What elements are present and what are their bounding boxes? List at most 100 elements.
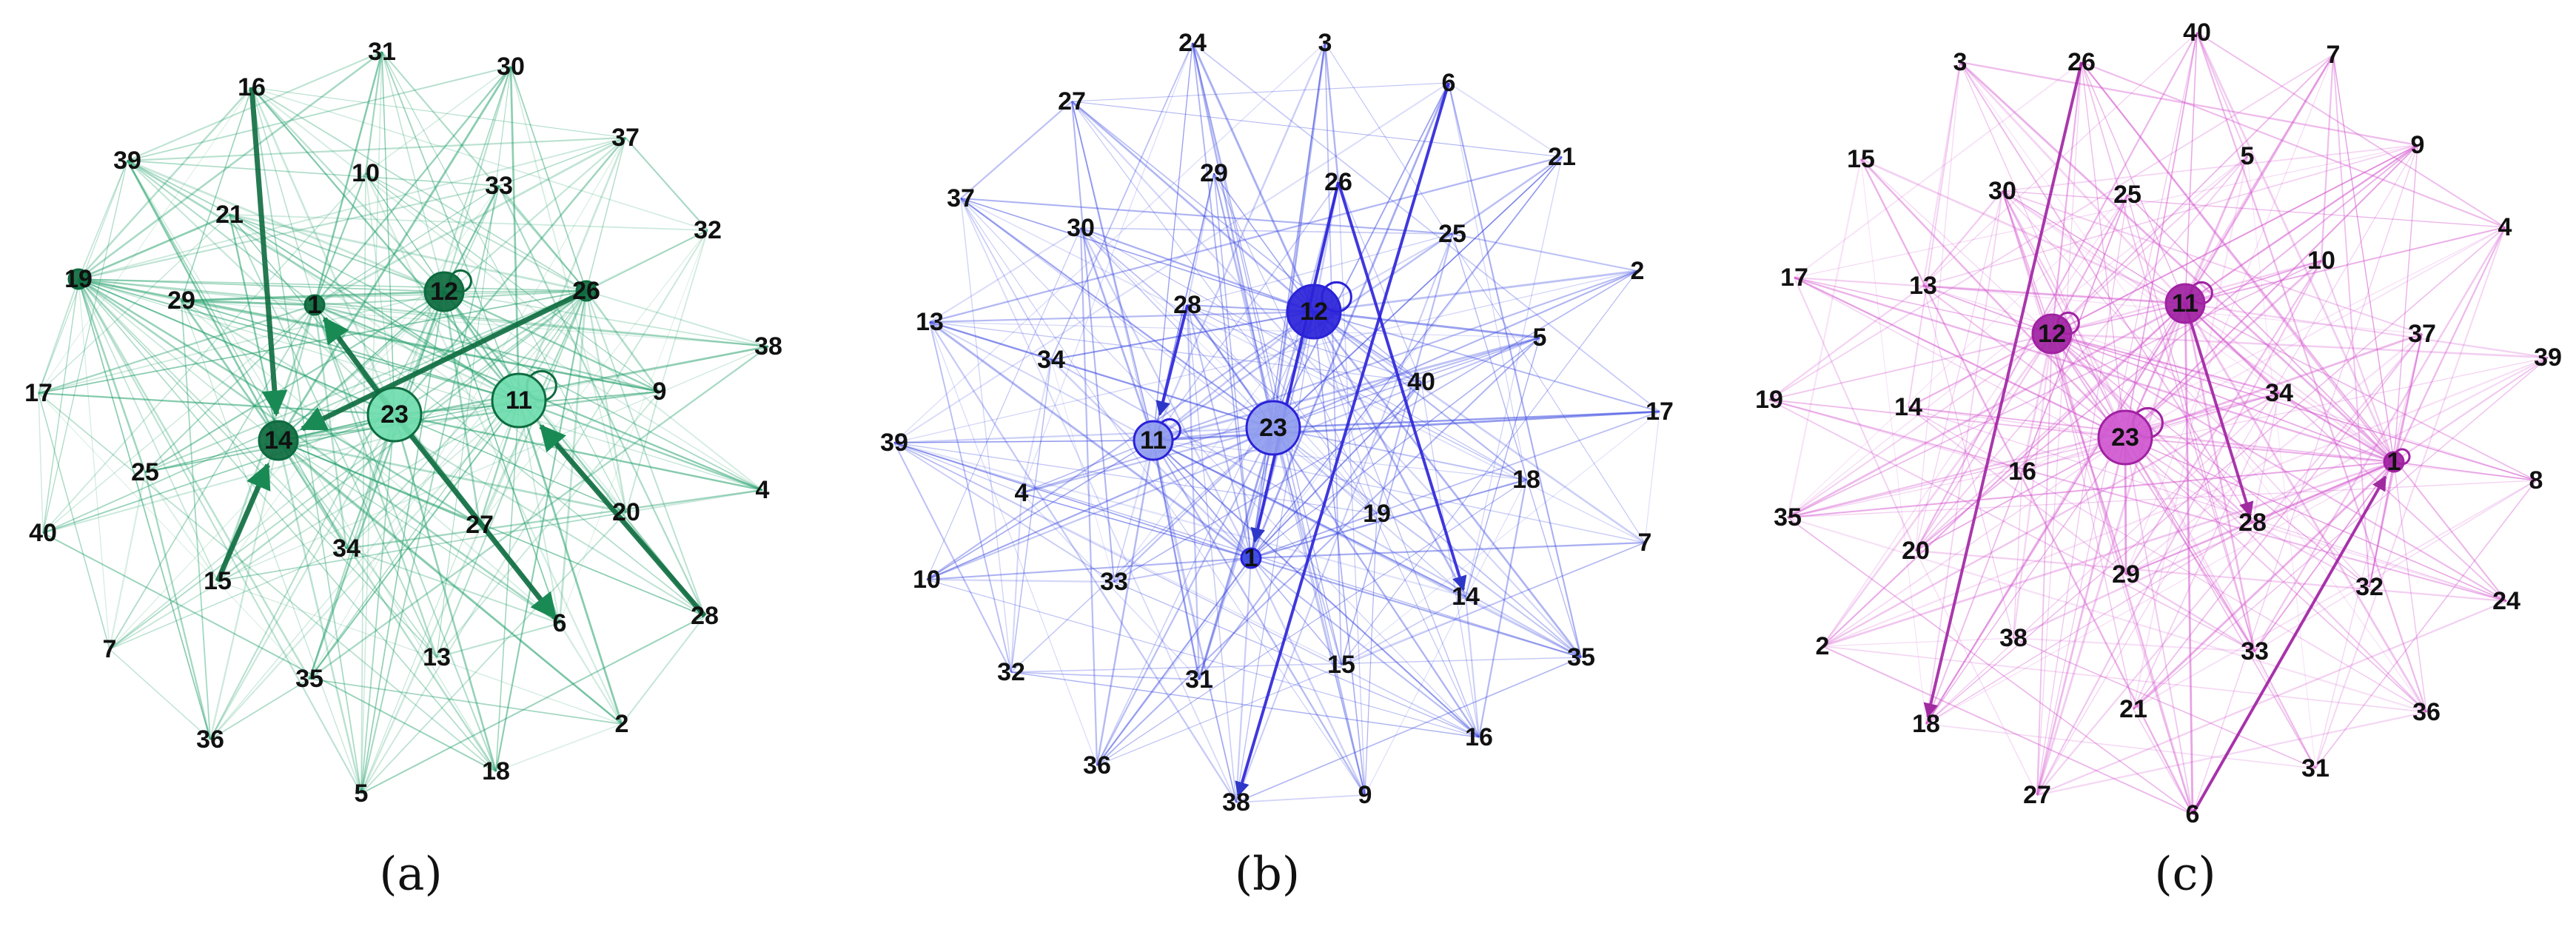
- edge-21-13: [929, 155, 1563, 323]
- edge-5-26: [360, 290, 588, 794]
- edge-31-12: [381, 51, 445, 292]
- node-label-33: 33: [485, 172, 513, 200]
- node-12: [1286, 284, 1342, 340]
- edge-37-16: [251, 87, 626, 138]
- edge-7-1: [1250, 541, 1646, 560]
- edge-40-11: [42, 399, 520, 534]
- edge-31-19: [78, 50, 383, 281]
- highlight-edge-26-1: [1250, 181, 1340, 543]
- edge-25-12: [2051, 194, 2128, 335]
- edge-3-15: [1324, 42, 1342, 666]
- edge-4-1: [2392, 227, 2506, 463]
- edge-27-35: [1071, 101, 1582, 658]
- node-label-16: 16: [238, 73, 266, 101]
- edge-4-23: [394, 413, 763, 492]
- edge-9-10: [365, 172, 660, 392]
- edge-31-11: [381, 51, 520, 401]
- edge-29-37: [2125, 333, 2423, 575]
- edge-34-24: [1050, 42, 1193, 361]
- edge-19-9: [1364, 513, 1378, 796]
- edge-19-23: [1768, 399, 2126, 438]
- edge-21-1: [2133, 460, 2395, 711]
- edge-16-19: [78, 87, 252, 280]
- edge-31-14: [277, 51, 383, 441]
- edge-29-28: [1186, 172, 1215, 306]
- edge-16-4: [251, 87, 763, 491]
- edge-36-30: [1079, 227, 1099, 766]
- node-label-13: 13: [916, 308, 944, 336]
- edge-4-11: [518, 399, 763, 492]
- edge-31-1: [313, 51, 383, 306]
- node-label-39: 39: [880, 429, 908, 457]
- edge-27-23: [2036, 437, 2127, 796]
- edge-33-1: [314, 185, 500, 306]
- edge-29-1: [1213, 172, 1252, 559]
- edge-14-23: [1272, 427, 1466, 597]
- edge-20-3: [1915, 61, 1961, 552]
- edge-38-35: [309, 346, 769, 680]
- edge-33-12: [2051, 333, 2255, 652]
- edge-38-12: [2012, 333, 2053, 639]
- edge-17-23: [1794, 277, 2126, 438]
- edge-40-11: [2184, 32, 2198, 304]
- edge-8-13: [1922, 285, 2537, 481]
- node-label-10: 10: [913, 566, 941, 594]
- edge-9-20: [1915, 144, 2418, 552]
- edge-6-27: [1071, 82, 1449, 102]
- edge-24-4: [1021, 42, 1193, 494]
- edge-29-26: [181, 289, 587, 302]
- edge-2-1: [1822, 460, 2395, 648]
- edge-37-32: [960, 198, 1012, 673]
- node-label-36: 36: [1083, 751, 1111, 780]
- edge-35-23: [1787, 437, 2126, 518]
- edge-7-36: [1096, 542, 1646, 766]
- edge-5-31: [2247, 155, 2316, 769]
- edge-29-16: [181, 87, 252, 301]
- edge-39-15: [893, 442, 1342, 666]
- edge-24-12: [2051, 333, 2507, 602]
- edge-5-10: [926, 337, 1540, 580]
- edge-31-40: [1198, 381, 1422, 680]
- node-11: [2164, 283, 2206, 324]
- edge-37-31: [2315, 333, 2423, 769]
- edge-39-18: [127, 160, 497, 772]
- edge-36-29: [181, 300, 211, 740]
- edge-20-24: [1915, 549, 2507, 603]
- edge-13-23: [1922, 285, 2126, 438]
- edge-15-19: [78, 278, 218, 582]
- edge-35-23: [1272, 427, 1582, 658]
- edge-40-19: [42, 278, 79, 534]
- edge-12-20: [1915, 333, 2053, 552]
- node-label-33: 33: [1100, 568, 1128, 596]
- edge-6-12: [2050, 333, 2194, 815]
- edge-16-12: [251, 87, 445, 292]
- edge-36-27: [2036, 711, 2427, 797]
- edge-39-2: [1822, 357, 2549, 647]
- edge-9-18: [1364, 479, 1527, 796]
- edge-11-1: [2184, 303, 2395, 463]
- edge-25-30: [1080, 227, 1453, 235]
- edge-21-27: [1071, 101, 1563, 158]
- edge-21-26: [229, 213, 587, 292]
- highlight-edge-6-1: [2191, 475, 2387, 815]
- edge-18-14: [277, 440, 497, 772]
- edge-18-4: [1925, 227, 2506, 725]
- node-label-29: 29: [167, 286, 195, 315]
- edge-26-33: [2081, 61, 2255, 652]
- edge-30-1: [2002, 190, 2395, 463]
- node-label-28: 28: [2238, 509, 2267, 537]
- node-label-35: 35: [1567, 643, 1595, 671]
- node-label-19: 19: [1755, 386, 1783, 414]
- edge-35-12: [1787, 333, 2053, 518]
- edge-38-26: [586, 290, 769, 347]
- highlight-edge-26-14: [1337, 181, 1467, 591]
- edge-5-11: [2184, 155, 2249, 304]
- node-label-1: 1: [1244, 544, 1258, 572]
- edge-16-39: [893, 442, 1480, 738]
- edge-20-21: [229, 214, 627, 513]
- edge-30-18: [1925, 190, 2003, 725]
- edge-30-35: [309, 66, 511, 680]
- edge-17-35: [38, 392, 310, 680]
